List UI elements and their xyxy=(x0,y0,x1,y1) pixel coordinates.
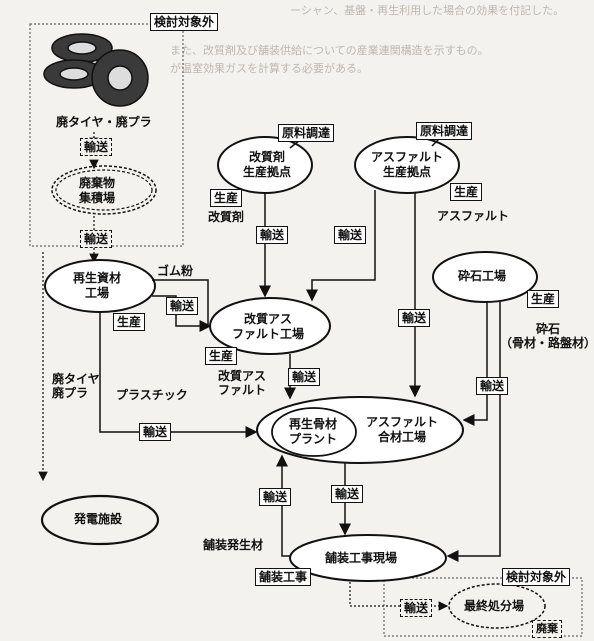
recycled-aggregate-plant-node: 再生骨材 プラント xyxy=(289,417,338,446)
asphalt-base-node: アスファルト 生産拠点 xyxy=(371,150,444,179)
transport-box-3: 輸送 xyxy=(166,297,199,315)
background-text-2: また、改質剤及び舗装供給についての産業連関構造を示すもの。 xyxy=(170,44,489,57)
crushed-stone-label: 砕石 （骨材・路盤材） xyxy=(500,322,594,350)
raw-material-box-2: 原料調達 xyxy=(416,122,473,140)
background-text-3: が温室効果ガスを計算する必要がある。 xyxy=(170,62,368,75)
modifier-label: 改質剤 xyxy=(208,210,245,224)
transport-box-7: 輸送 xyxy=(398,309,431,327)
modified-asphalt-plant-node: 改質アス ファルト工場 xyxy=(232,312,305,341)
production-box-4: 生産 xyxy=(205,347,238,365)
waste-tire-plastic-label-2: 廃タイヤ 廃プラ xyxy=(52,372,100,400)
transport-box-12: 輸送 xyxy=(400,599,433,617)
excluded-label-bottom: 検討対象外 xyxy=(502,568,571,586)
pavement-site-node: 舗装工事現場 xyxy=(325,551,398,565)
rubber-powder-label: ゴム粉 xyxy=(157,264,194,278)
asphalt-label: アスファルト xyxy=(437,209,510,223)
power-plant-node: 発電施設 xyxy=(74,512,123,526)
production-box-1: 生産 xyxy=(113,313,146,331)
recycled-material-plant-node: 再生資材 工場 xyxy=(73,271,122,300)
production-box-2: 生産 xyxy=(210,189,243,207)
transport-box-11: 輸送 xyxy=(331,485,364,503)
transport-box-4: 輸送 xyxy=(139,423,172,441)
production-box-5: 生産 xyxy=(527,290,560,308)
background-text-1: ーシャン、基盤・再生利用した場合の効果を付記した。 xyxy=(290,4,565,17)
crushed-stone-plant-node: 砕石工場 xyxy=(458,269,507,283)
pavement-waste-label: 舗装発生材 xyxy=(203,538,264,552)
paving-work-box: 舗装工事 xyxy=(255,568,312,586)
transport-box-1: 輸送 xyxy=(80,138,113,156)
waste-yard-node: 廃棄物 集積場 xyxy=(79,176,116,205)
transport-box-5: 輸送 xyxy=(256,226,289,244)
transport-box-9: 輸送 xyxy=(476,377,509,395)
transport-box-8: 輸送 xyxy=(288,368,321,386)
plastic-label: プラスチック xyxy=(116,388,188,402)
waste-tire-plastic-label: 廃タイヤ・廃プラ xyxy=(56,115,152,129)
disposal-box: 廃棄 xyxy=(532,620,562,638)
transport-box-2: 輸送 xyxy=(80,230,113,248)
asphalt-mix-plant-node: アスファルト 合材工場 xyxy=(366,415,439,444)
excluded-label-top: 検討対象外 xyxy=(150,13,219,31)
transport-box-10: 輸送 xyxy=(259,488,292,506)
modified-asphalt-label: 改質アス ファルト xyxy=(218,369,267,397)
transport-box-6: 輸送 xyxy=(334,226,367,244)
modifier-base-node: 改質剤 生産拠点 xyxy=(243,150,292,179)
raw-material-box-1: 原料調達 xyxy=(278,124,335,142)
final-disposal-node: 最終処分場 xyxy=(464,599,525,613)
tire-stack-icon xyxy=(43,33,149,107)
production-box-3: 生産 xyxy=(450,183,483,201)
excluded-region-top xyxy=(29,23,184,247)
